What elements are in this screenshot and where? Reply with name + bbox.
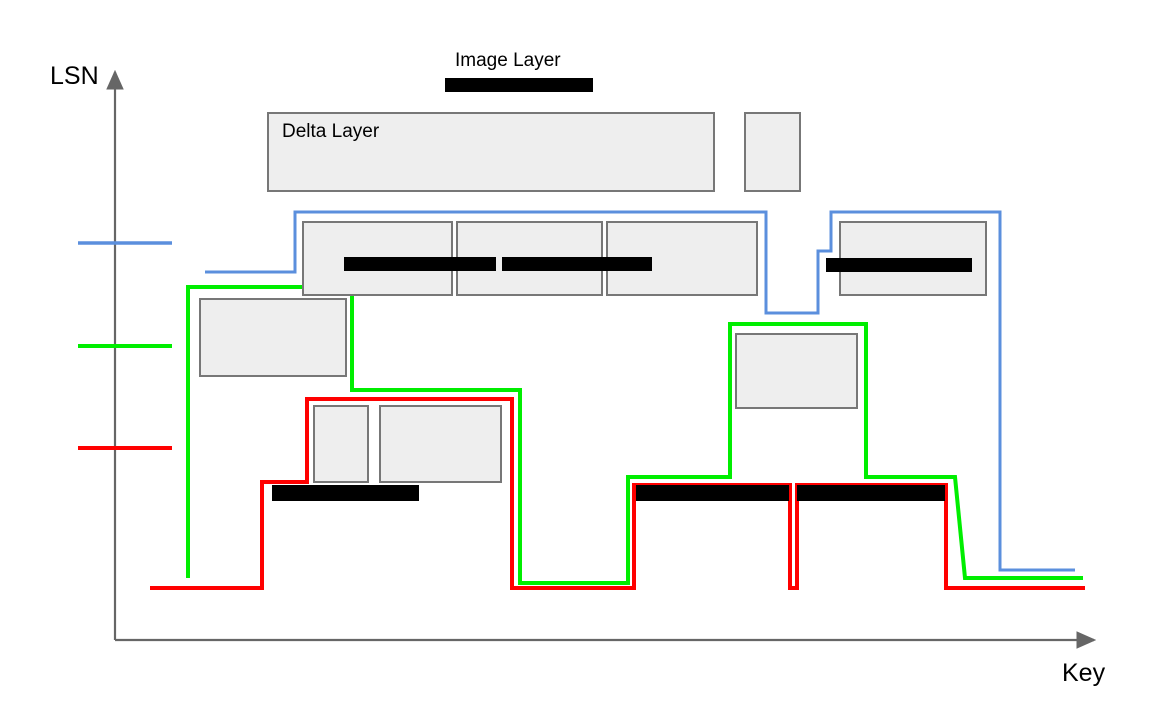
- x-axis-label: Key: [1062, 659, 1106, 687]
- blue-step-line: [205, 210, 1075, 572]
- image-layer-bar-2: [502, 257, 652, 271]
- image-layer-bar-legend: [445, 78, 593, 92]
- image-layer-bars-group: [272, 78, 972, 501]
- axes-group: [106, 69, 1097, 649]
- green-step-line: [186, 285, 1083, 585]
- image-layer-bar-6: [797, 485, 945, 501]
- delta-layer-boxes-group: [199, 112, 987, 483]
- image-layer-label: Image Layer: [455, 50, 561, 71]
- green-band-box-right: [735, 333, 858, 409]
- delta-layer-box-main: [267, 112, 715, 192]
- image-layer-bar-1: [344, 257, 496, 271]
- image-layer-bar-4: [272, 485, 419, 501]
- red-band-box-2: [379, 405, 502, 483]
- lsn-level-ticks: [78, 241, 172, 450]
- image-layer-bar-5: [636, 485, 789, 501]
- image-layer-bar-3: [826, 258, 972, 272]
- green-band-box-left: [199, 298, 347, 377]
- delta-layer-box-right: [744, 112, 801, 192]
- delta-layer-label: Delta Layer: [282, 121, 380, 142]
- red-band-box-1: [313, 405, 369, 483]
- y-axis-label: LSN: [50, 62, 99, 90]
